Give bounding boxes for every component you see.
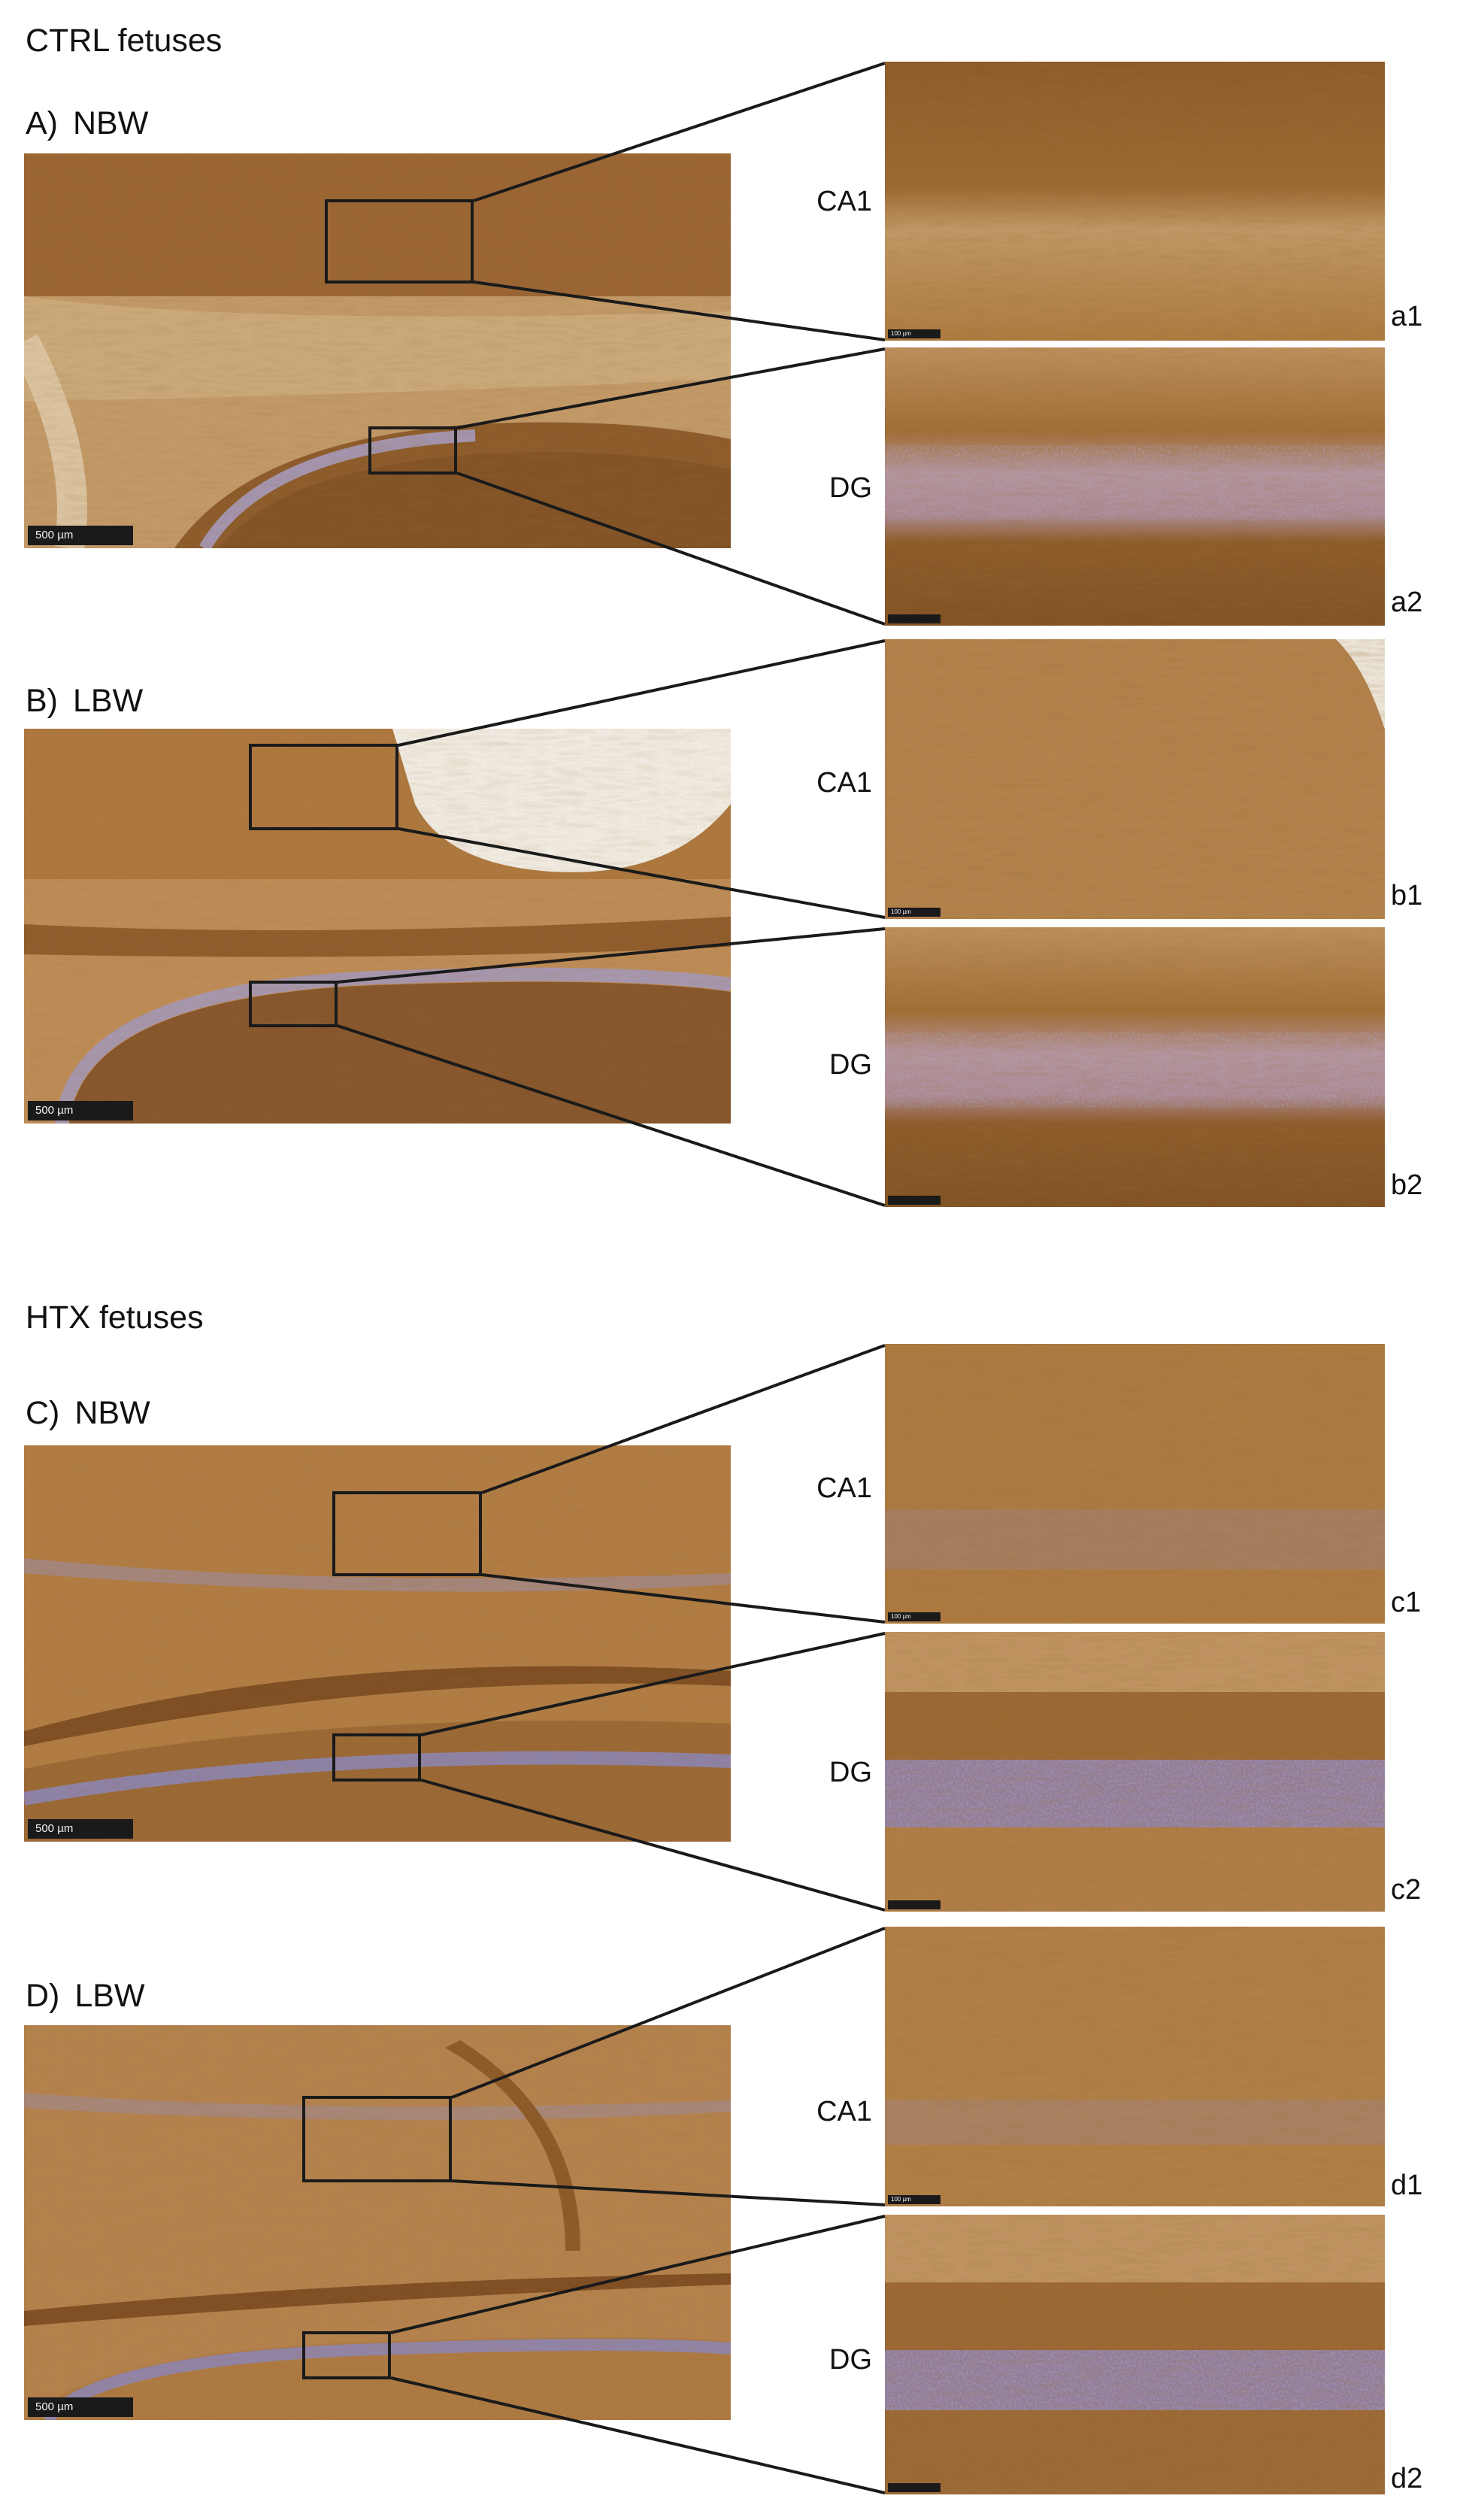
region-label: DG (829, 472, 872, 504)
inset-label: d2 (1391, 2463, 1423, 2494)
zoom-box-ca1 (332, 1491, 482, 1576)
inset-image-d1: 100 µm (885, 1927, 1385, 2206)
panel-label: LBW (73, 683, 144, 719)
panel-label: LBW (74, 1978, 145, 2014)
inset-label: a2 (1391, 587, 1423, 618)
inset-label: d1 (1391, 2170, 1423, 2201)
scale-bar: 100 µm (888, 1612, 940, 1621)
panel-letter: A) (26, 105, 58, 141)
zoom-box-ca1 (249, 744, 398, 830)
group-title-ctrl: CTRL fetuses (26, 23, 223, 59)
scale-bar (888, 2483, 940, 2492)
panel-letter: B) (26, 683, 58, 719)
inset-image-d2 (885, 2215, 1385, 2494)
zoom-box-dg (368, 426, 457, 475)
group-title-htx: HTX fetuses (26, 1299, 204, 1336)
panel-title-c: C) NBW (26, 1395, 150, 1432)
inset-image-c1: 100 µm (885, 1344, 1385, 1624)
scale-bar: 100 µm (888, 329, 940, 338)
region-label: CA1 (816, 186, 872, 217)
scale-bar: 500 µm (28, 526, 133, 545)
panel-title-d: D) LBW (26, 1978, 145, 2015)
inset-label: c2 (1391, 1874, 1422, 1906)
region-label: CA1 (816, 767, 872, 799)
panel-letter: C) (26, 1395, 60, 1431)
scale-bar (888, 614, 940, 623)
region-label: DG (829, 1757, 872, 1788)
zoom-box-ca1 (302, 2096, 452, 2182)
scale-bar (888, 1900, 940, 1909)
inset-image-a2 (885, 347, 1385, 626)
inset-image-c2 (885, 1632, 1385, 1912)
panel-label: NBW (73, 105, 149, 141)
scale-bar: 500 µm (28, 2397, 133, 2417)
panel-label: NBW (74, 1395, 150, 1431)
region-label: CA1 (816, 1472, 872, 1504)
scale-bar: 100 µm (888, 2195, 940, 2204)
scale-bar: 500 µm (28, 1101, 133, 1121)
panel-letter: D) (26, 1978, 60, 2014)
scale-bar (888, 1196, 940, 1205)
scale-bar: 100 µm (888, 908, 940, 917)
inset-label: c1 (1391, 1587, 1422, 1618)
region-label: DG (829, 2344, 872, 2376)
inset-image-b2 (885, 927, 1385, 1207)
zoom-box-dg (249, 981, 338, 1027)
region-label: DG (829, 1049, 872, 1081)
inset-label: b1 (1391, 880, 1423, 911)
inset-label: a1 (1391, 301, 1423, 332)
inset-label: b2 (1391, 1169, 1423, 1201)
zoom-box-ca1 (325, 199, 474, 284)
zoom-box-dg (332, 1733, 421, 1782)
inset-image-b1: 100 µm (885, 639, 1385, 919)
scale-bar: 500 µm (28, 1819, 133, 1839)
panel-title-b: B) LBW (26, 683, 143, 720)
zoom-box-dg (302, 2331, 391, 2379)
region-label: CA1 (816, 2096, 872, 2127)
inset-image-a1: 100 µm (885, 62, 1385, 341)
panel-title-a: A) NBW (26, 105, 148, 142)
